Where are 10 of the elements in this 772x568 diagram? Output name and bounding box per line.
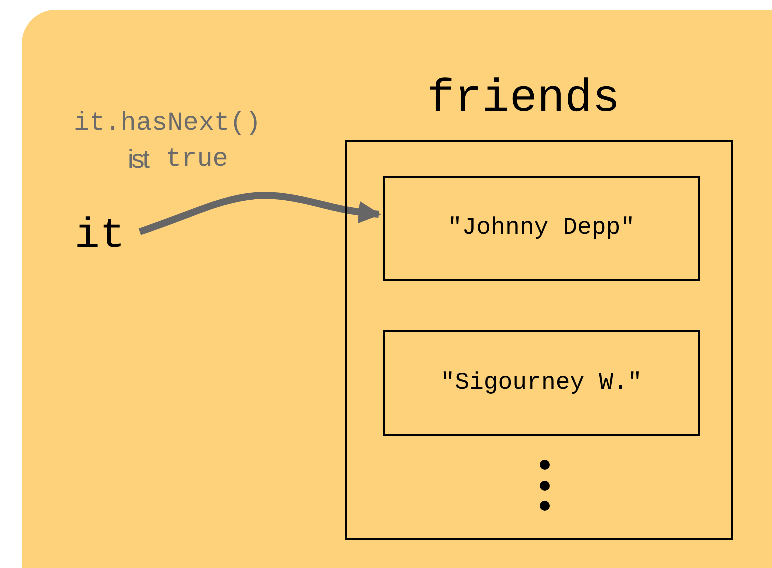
list-title: friends (427, 76, 620, 122)
arrow (138, 192, 382, 236)
method-call-note: it.hasNext() (74, 108, 262, 138)
boolean-value: true (166, 144, 228, 174)
string-value: "Johnny Depp" (448, 215, 636, 242)
string-value: "Sigourney W." (440, 370, 642, 396)
variable-name: it (74, 215, 126, 257)
list-item-box (383, 176, 700, 281)
list-item-box (383, 330, 700, 436)
note-text: ist (128, 144, 148, 175)
